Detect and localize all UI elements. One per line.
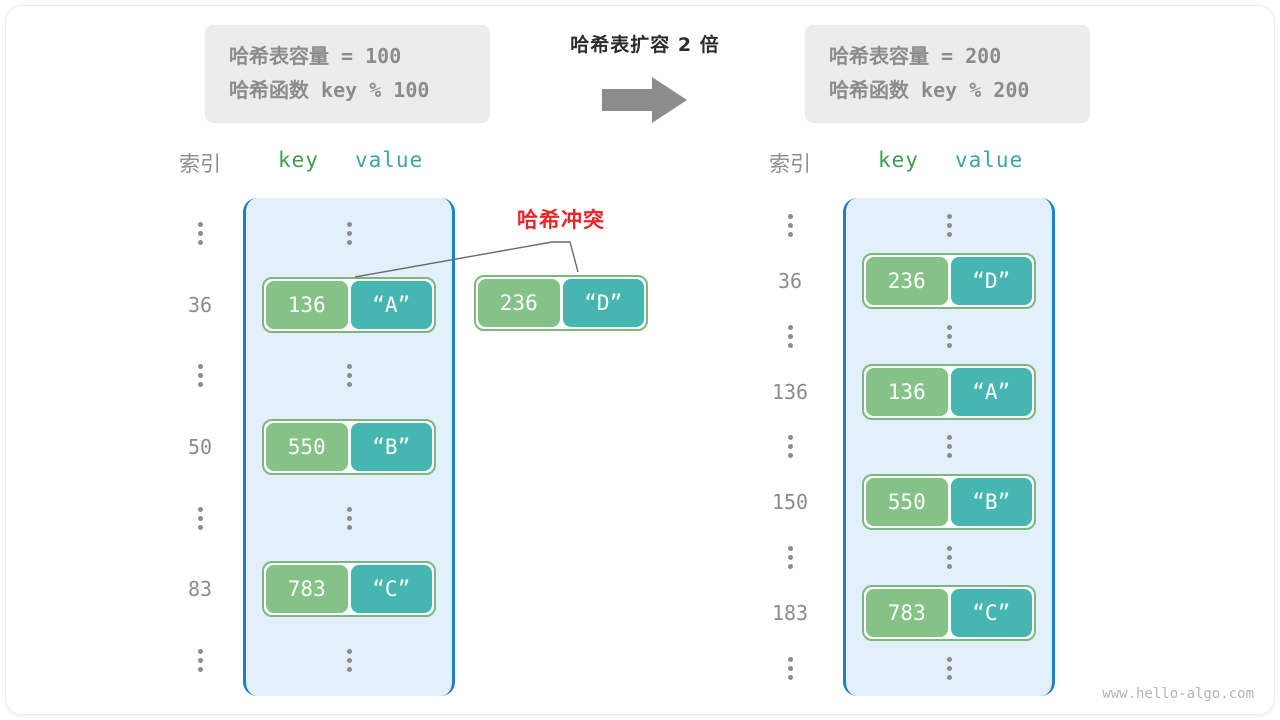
vertical-dots-icon — [787, 546, 793, 570]
bucket-pair-row: 783“C” — [846, 585, 1052, 642]
right-header-value: value — [955, 148, 1024, 172]
index-label: 136 — [771, 379, 809, 404]
left-header-key: key — [278, 148, 319, 172]
key-value-pair: 550“B” — [262, 418, 436, 475]
collided-pair: 236 “D” — [474, 275, 648, 331]
index-ellipsis — [160, 198, 240, 269]
pair-value: “C” — [350, 565, 432, 614]
right-arrow-icon — [602, 77, 687, 123]
info-box-before: 哈希表容量 = 100 哈希函数 key % 100 — [205, 25, 490, 123]
pair-key: 783 — [266, 565, 348, 614]
left-index-column: 36 50 83 — [160, 198, 240, 696]
bucket-ellipsis-row — [846, 198, 1052, 253]
pair-value: “B” — [350, 422, 432, 471]
index-ellipsis — [750, 530, 830, 585]
pair-key: 783 — [866, 589, 948, 638]
bucket-pair-row: 550“B” — [846, 474, 1052, 531]
index-label: 50 — [187, 434, 213, 459]
collided-pair-value: “D” — [562, 279, 644, 327]
vertical-dots-icon — [346, 222, 352, 246]
bucket-ellipsis-row — [846, 641, 1052, 696]
index-ellipsis — [750, 309, 830, 364]
pair-key: 550 — [266, 422, 348, 471]
bucket-ellipsis-row — [246, 625, 452, 696]
bucket-ellipsis-row — [246, 198, 452, 269]
pair-value: “C” — [950, 589, 1032, 638]
index-ellipsis — [160, 340, 240, 411]
vertical-dots-icon — [787, 656, 793, 680]
pair-value: “A” — [950, 367, 1032, 416]
vertical-dots-icon — [946, 657, 952, 681]
bucket-ellipsis-row — [846, 309, 1052, 364]
pair-value: “B” — [950, 478, 1032, 527]
vertical-dots-icon — [197, 648, 203, 672]
hash-function-line-before: 哈希函数 key % 100 — [229, 78, 430, 102]
index-label: 36 — [777, 268, 803, 293]
left-header-index: 索引 — [179, 152, 221, 176]
index-ellipsis — [160, 625, 240, 696]
right-index-column: 36 136 150 183 — [750, 198, 830, 696]
vertical-dots-icon — [346, 506, 352, 530]
bucket-pair-row: 550“B” — [246, 411, 452, 482]
vertical-dots-icon — [346, 648, 352, 672]
pair-key: 236 — [866, 256, 948, 305]
hash-function-line-after: 哈希函数 key % 200 — [829, 78, 1030, 102]
key-value-pair: 136“A” — [262, 276, 436, 333]
index-label: 150 — [771, 490, 809, 515]
right-header-index: 索引 — [769, 152, 811, 176]
right-header-key: key — [878, 148, 919, 172]
info-box-after: 哈希表容量 = 200 哈希函数 key % 200 — [805, 25, 1090, 123]
vertical-dots-icon — [787, 324, 793, 348]
key-value-pair: 136“A” — [862, 363, 1036, 420]
index-label: 83 — [187, 577, 213, 602]
vertical-dots-icon — [787, 435, 793, 459]
transform-title: 哈希表扩容 2 倍 — [570, 34, 720, 56]
key-value-pair: 783“C” — [862, 585, 1036, 642]
index-ellipsis — [750, 198, 830, 253]
index-label: 183 — [771, 600, 809, 625]
bucket-ellipsis-row — [846, 530, 1052, 585]
vertical-dots-icon — [946, 213, 952, 237]
index-label: 36 — [187, 292, 213, 317]
vertical-dots-icon — [946, 324, 952, 348]
bucket-pair-row: 783“C” — [246, 554, 452, 625]
left-header-value: value — [355, 148, 424, 172]
pair-key: 550 — [866, 478, 948, 527]
bucket-ellipsis-row — [246, 483, 452, 554]
outer-frame — [6, 6, 1274, 714]
vertical-dots-icon — [946, 435, 952, 459]
vertical-dots-icon — [197, 364, 203, 388]
collision-label: 哈希冲突 — [517, 208, 605, 232]
left-bucket-array: 136“A” 550“B” 783“C” — [243, 198, 455, 696]
right-arrow-wrapper — [520, 76, 770, 124]
index-ellipsis — [750, 419, 830, 474]
watermark: www.hello-algo.com — [1102, 686, 1254, 702]
key-value-pair: 550“B” — [862, 474, 1036, 531]
right-bucket-array: 236“D” 136“A” 550“B” 783“C” — [843, 198, 1055, 696]
vertical-dots-icon — [197, 506, 203, 530]
pair-key: 136 — [266, 280, 348, 329]
bucket-ellipsis-row — [246, 340, 452, 411]
bucket-ellipsis-row — [846, 420, 1052, 475]
index-ellipsis — [750, 641, 830, 696]
key-value-pair: 236“D” — [862, 252, 1036, 309]
collided-pair-key: 236 — [478, 279, 560, 327]
vertical-dots-icon — [197, 222, 203, 246]
bucket-pair-row: 136“A” — [246, 269, 452, 340]
vertical-dots-icon — [946, 546, 952, 570]
vertical-dots-icon — [787, 214, 793, 238]
pair-key: 136 — [866, 367, 948, 416]
bucket-pair-row: 136“A” — [846, 363, 1052, 420]
pair-value: “D” — [950, 256, 1032, 305]
key-value-pair: 783“C” — [262, 561, 436, 618]
capacity-line-after: 哈希表容量 = 200 — [829, 44, 1002, 68]
bucket-pair-row: 236“D” — [846, 252, 1052, 309]
pair-value: “A” — [350, 280, 432, 329]
index-ellipsis — [160, 483, 240, 554]
capacity-line-before: 哈希表容量 = 100 — [229, 44, 402, 68]
vertical-dots-icon — [346, 364, 352, 388]
